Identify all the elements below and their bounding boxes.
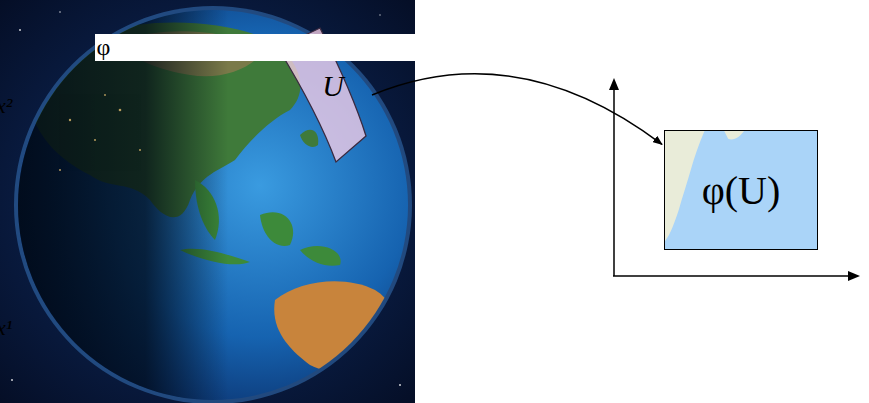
region-label: U (322, 69, 344, 103)
axis-arrowhead (848, 271, 860, 281)
chart-image-box: φ(U) (664, 130, 818, 250)
axis-label: x² (0, 93, 865, 119)
axis-arrowhead (609, 78, 619, 90)
mapping-arrow (372, 74, 662, 145)
x1-axis (613, 275, 852, 277)
map-label: φ (95, 34, 869, 61)
axis-label: x¹ (0, 315, 865, 341)
chart-label: φ(U) (702, 167, 781, 214)
x2-axis (613, 86, 615, 276)
